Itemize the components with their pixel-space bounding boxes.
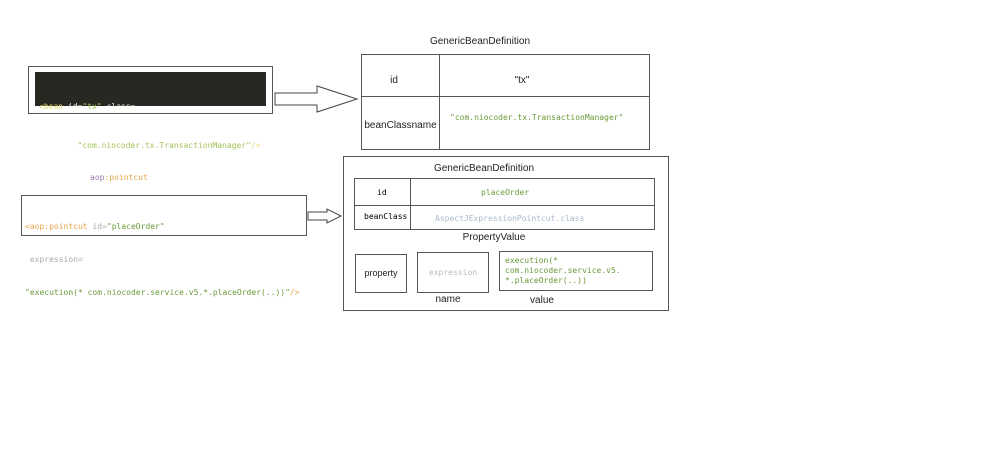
- pointcut-label: aop:pointcut: [90, 173, 148, 182]
- name-caption: name: [435, 294, 461, 305]
- tag: <aop: [25, 222, 45, 231]
- attr-value: "placeOrder": [106, 222, 165, 231]
- property-box: property: [355, 254, 407, 293]
- value-line: execution(*: [505, 256, 558, 265]
- bean-def-table: id "tx" beanClassname "com.niocoder.tx.T…: [361, 54, 650, 150]
- code-block: <bean id="tx" class= "com.niocoder.tx.Tr…: [35, 72, 266, 150]
- attr: expression=: [29, 255, 83, 264]
- arrow-right-icon: [274, 85, 359, 113]
- attr: id=: [87, 222, 107, 231]
- pointcut-xml-snippet: <aop:pointcut id="placeOrder" expression…: [21, 195, 307, 297]
- attr-value: "tx": [82, 102, 102, 111]
- bean-def-title: GenericBeanDefinition: [429, 36, 531, 47]
- key-beanclass: beanClass: [364, 212, 408, 221]
- tag-end: />: [289, 288, 300, 297]
- key-id: id: [377, 188, 387, 197]
- property-value-title: PropertyValue: [462, 232, 526, 243]
- attr: id=: [63, 102, 83, 111]
- value-line: com.niocoder.service.v5.: [505, 266, 621, 275]
- attr: class=: [101, 102, 136, 111]
- tag: <bean: [39, 102, 64, 111]
- value-beanclass: AspectJExpressionPointcut.class: [435, 214, 585, 223]
- value-id: "tx": [514, 75, 530, 86]
- expression-value: "execution(* com.niocoder.service.v5.*.p…: [25, 288, 290, 297]
- class-value: "com.niocoder.tx.TransactionManager": [77, 141, 251, 150]
- tag-end: />: [250, 141, 261, 150]
- suffix: :pointcut: [104, 173, 148, 182]
- tag: :pointcut: [44, 222, 88, 231]
- value-id: placeOrder: [481, 188, 530, 197]
- arrow-right-icon: [307, 208, 343, 224]
- value-beanclassname: "com.niocoder.tx.TransactionManager": [450, 113, 624, 122]
- value-line: *.placeOrder(..)): [505, 276, 587, 285]
- pointcut-def-panel: GenericBeanDefinition id placeOrder bean…: [343, 156, 669, 311]
- pointcut-def-table: id placeOrder beanClass AspectJExpressio…: [354, 178, 655, 230]
- key-beanclassname: beanClassname: [364, 120, 437, 131]
- value-caption: value: [530, 295, 554, 306]
- value-box: execution(* com.niocoder.service.v5. *.p…: [499, 251, 653, 291]
- prefix: aop: [90, 173, 105, 182]
- pointcut-def-title: GenericBeanDefinition: [433, 163, 535, 174]
- key-id: id: [390, 75, 398, 86]
- name-box: expression: [417, 252, 489, 293]
- bean-xml-snippet: <bean id="tx" class= "com.niocoder.tx.Tr…: [28, 66, 273, 150]
